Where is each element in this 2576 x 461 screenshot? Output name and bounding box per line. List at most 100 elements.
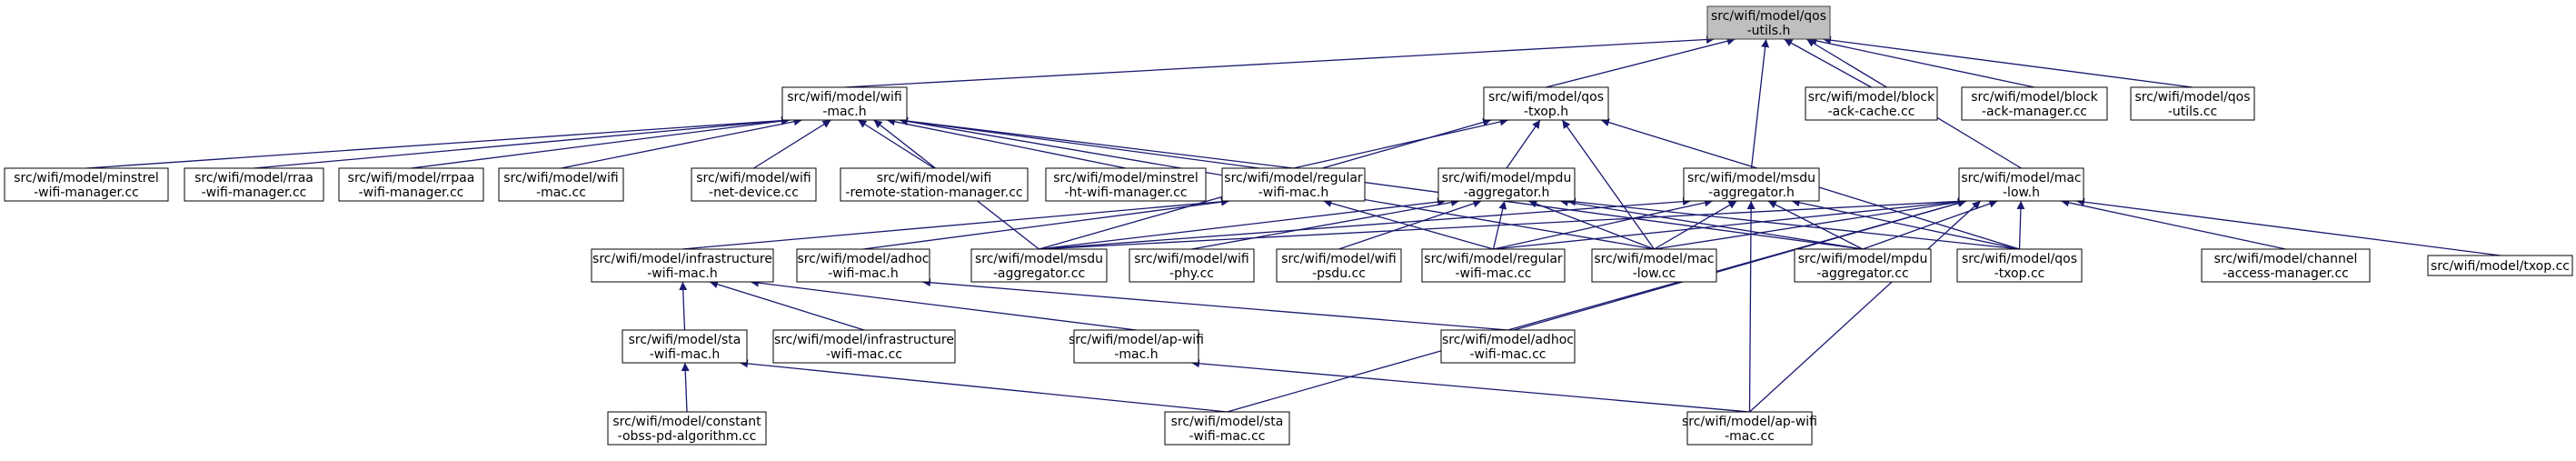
edge-adhoc-wifi-mac-cc-to-adhoc-wifi-mac-h: [921, 278, 1508, 331]
node-box: [1421, 248, 1566, 283]
node-adhoc-wifi-mac-cc[interactable]: src/wifi/model/adhoc-wifi-mac.cc: [1440, 329, 1576, 364]
edge-channel-access-manager-cc-to-mac-low-h: [2061, 198, 2286, 250]
node-sta-wifi-mac-cc[interactable]: src/wifi/model/sta-wifi-mac.cc: [1164, 411, 1290, 446]
node-mpdu-aggregator-h[interactable]: src/wifi/model/mpdu-aggregator.h: [1437, 167, 1576, 202]
node-msdu-aggregator-h[interactable]: src/wifi/model/msdu-aggregator.h: [1683, 167, 1820, 202]
node-label-line: src/wifi/model/channel: [2214, 252, 2358, 266]
node-wifi-mac-h[interactable]: src/wifi/model/wifi-mac.h: [781, 86, 908, 121]
node-mac-low-h[interactable]: src/wifi/model/mac-low.h: [1958, 167, 2084, 202]
edge-regular-wifi-mac-cc-to-mac-low-h: [1493, 197, 1967, 250]
node-label-line: src/wifi/model/constant: [612, 415, 761, 429]
edge-wifi-mac-h-to-qos-utils-h: [844, 35, 1716, 88]
node-label-line: src/wifi/model/wifi: [787, 90, 902, 105]
node-wifi-phy-cc[interactable]: src/wifi/model/wifi-phy.cc: [1129, 248, 1255, 283]
edge-qos-txop-h-to-qos-utils-h: [1546, 36, 1736, 88]
node-ap-wifi-mac-h[interactable]: src/wifi/model/ap-wifi-mac.h: [1069, 329, 1204, 364]
edge-ap-wifi-mac-cc-to-ap-wifi-mac-h: [1190, 359, 1750, 413]
node-label-line: src/wifi/model/sta: [629, 333, 741, 347]
node-minstrel-wifi-manager-cc[interactable]: src/wifi/model/minstrel-wifi-manager.cc: [4, 167, 169, 202]
node-minstrel-ht-wifi-manager-cc[interactable]: src/wifi/model/minstrel-ht-wifi-manager.…: [1045, 167, 1207, 202]
edge-block-ack-manager-cc-to-qos-utils-h: [1808, 36, 2035, 88]
node-label-line: src/wifi/model/qos: [1711, 9, 1826, 24]
node-wifi-net-device-cc[interactable]: src/wifi/model/wifi-net-device.cc: [691, 167, 817, 202]
node-mac-low-cc[interactable]: src/wifi/model/mac-low.cc: [1591, 248, 1717, 283]
node-box: [338, 167, 484, 202]
node-wifi-remote-station-manager-cc[interactable]: src/wifi/model/wifi-remote-station-manag…: [840, 167, 1029, 202]
node-label-line: src/wifi/model/qos: [1488, 90, 1604, 105]
node-label-line: -wifi-mac.cc: [826, 347, 902, 362]
node-block-ack-manager-cc[interactable]: src/wifi/model/block-ack-manager.cc: [1961, 86, 2108, 121]
node-box: [1706, 5, 1831, 40]
node-box: [1073, 329, 1199, 364]
edge-rrpaa-wifi-manager-cc-to-wifi-mac-h: [411, 116, 791, 169]
node-box: [1164, 411, 1290, 446]
node-label-line: -utils.cc: [2168, 105, 2217, 119]
node-mpdu-aggregator-cc[interactable]: src/wifi/model/mpdu-aggregator.cc: [1794, 248, 1932, 283]
node-label-line: src/wifi/model/mpdu: [1798, 252, 1928, 266]
edge-wifi-remote-station-manager-cc-to-wifi-mac-h: [857, 119, 935, 169]
node-box: [1437, 167, 1576, 202]
node-label-line: -net-device.cc: [709, 185, 799, 200]
node-sta-wifi-mac-h[interactable]: src/wifi/model/sta-wifi-mac.h: [622, 329, 748, 364]
node-qos-utils-h[interactable]: src/wifi/model/qos-utils.h: [1706, 5, 1831, 40]
node-infrastructure-wifi-mac-h[interactable]: src/wifi/model/infrastructure-wifi-mac.h: [591, 248, 774, 283]
node-label-line: -mac.h: [822, 105, 866, 119]
node-box: [1683, 167, 1820, 202]
node-qos-txop-h[interactable]: src/wifi/model/qos-txop.h: [1483, 86, 1609, 121]
node-regular-wifi-mac-h[interactable]: src/wifi/model/regular-wifi-mac.h: [1221, 167, 1366, 202]
edge-infrastructure-wifi-mac-cc-to-infrastructure-wifi-mac-h: [709, 280, 865, 331]
node-block-ack-cache-cc[interactable]: src/wifi/model/block-ack-cache.cc: [1805, 86, 1938, 121]
node-box: [1591, 248, 1717, 283]
node-ap-wifi-mac-cc[interactable]: src/wifi/model/ap-wifi-mac.cc: [1682, 411, 1817, 446]
node-label-line: -low.cc: [1633, 266, 1676, 281]
node-label-line: -remote-station-manager.cc: [845, 185, 1022, 200]
edge-wifi-phy-cc-to-mpdu-aggregator-h: [1191, 198, 1460, 250]
edge-mac-low-cc-to-qos-txop-h: [1561, 119, 1656, 250]
node-box: [772, 329, 956, 364]
edge-txop-cc-to-mac-low-h: [2075, 197, 2501, 256]
node-box: [1956, 248, 2083, 283]
node-channel-access-manager-cc[interactable]: src/wifi/model/channel-access-manager.cc: [2201, 248, 2371, 283]
node-label-line: src/wifi/model/sta: [1171, 415, 1284, 429]
node-regular-wifi-mac-cc[interactable]: src/wifi/model/regular-wifi-mac.cc: [1421, 248, 1566, 283]
node-label-line: -txop.h: [1524, 105, 1568, 119]
node-txop-cc[interactable]: src/wifi/model/txop.cc: [2427, 255, 2573, 276]
node-label-line: src/wifi/model/minstrel: [14, 171, 158, 185]
edge-sta-wifi-mac-cc-to-sta-wifi-mac-h: [739, 359, 1228, 413]
node-label-line: src/wifi/model/adhoc: [798, 252, 930, 266]
node-label-line: src/wifi/model/block: [1808, 90, 1935, 105]
node-label-line: src/wifi/model/mpdu: [1442, 171, 1572, 185]
node-wifi-mac-cc[interactable]: src/wifi/model/wifi-mac.cc: [498, 167, 624, 202]
node-constant-obss-pd-algorithm-cc[interactable]: src/wifi/model/constant-obss-pd-algorith…: [607, 411, 767, 446]
node-rrpaa-wifi-manager-cc[interactable]: src/wifi/model/rrpaa-wifi-manager.cc: [338, 167, 484, 202]
node-qos-utils-cc[interactable]: src/wifi/model/qos-utils.cc: [2130, 86, 2255, 121]
node-rraa-wifi-manager-cc[interactable]: src/wifi/model/rraa-wifi-manager.cc: [184, 167, 324, 202]
node-box: [607, 411, 767, 446]
node-adhoc-wifi-mac-h[interactable]: src/wifi/model/adhoc-wifi-mac.h: [796, 248, 930, 283]
node-box: [2427, 255, 2573, 276]
node-label-line: src/wifi/model/regular: [1424, 252, 1563, 266]
node-box: [1045, 167, 1207, 202]
edge-sta-wifi-mac-h-to-infrastructure-wifi-mac-h: [679, 281, 688, 331]
node-infrastructure-wifi-mac-cc[interactable]: src/wifi/model/infrastructure-wifi-mac.c…: [772, 329, 956, 364]
node-label-line: -wifi-manager.cc: [202, 185, 307, 200]
node-wifi-psdu-cc[interactable]: src/wifi/model/wifi-psdu.cc: [1276, 248, 1402, 283]
node-label-line: src/wifi/model/msdu: [975, 252, 1103, 266]
node-label-line: src/wifi/model/infrastructure: [774, 333, 954, 347]
node-box: [1805, 86, 1938, 121]
node-box: [1961, 86, 2108, 121]
node-label-line: src/wifi/model/qos: [2134, 90, 2250, 105]
edge-adhoc-wifi-mac-h-to-regular-wifi-mac-h: [862, 197, 1230, 250]
node-qos-txop-cc[interactable]: src/wifi/model/qos-txop.cc: [1956, 248, 2083, 283]
node-label-line: src/wifi/model/adhoc: [1442, 333, 1574, 347]
node-box: [691, 167, 817, 202]
edge-wifi-net-device-cc-to-wifi-mac-h: [753, 119, 831, 169]
node-label-line: -phy.cc: [1169, 266, 1214, 281]
node-label-line: src/wifi/model/rrpaa: [348, 171, 475, 185]
node-msdu-aggregator-cc[interactable]: src/wifi/model/msdu-aggregator.cc: [970, 248, 1108, 283]
node-label-line: src/wifi/model/mac: [1961, 171, 2081, 185]
node-label-line: src/wifi/model/wifi: [877, 171, 992, 185]
node-label-line: src/wifi/model/minstrel: [1053, 171, 1198, 185]
edge-wifi-psdu-cc-to-mpdu-aggregator-h: [1338, 199, 1482, 250]
edge-ap-wifi-mac-cc-to-mac-low-h: [1749, 200, 1982, 413]
